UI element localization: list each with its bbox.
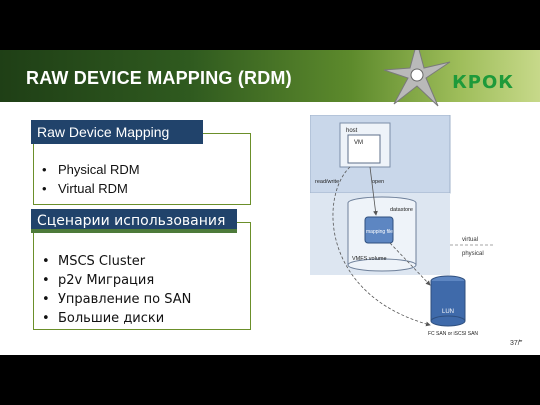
mapping-file-label: mapping file: [366, 229, 393, 235]
list-item: Большие диски: [36, 309, 191, 328]
vm-label: VM: [354, 140, 363, 146]
vmfs-volume-label: VMFS volume: [352, 256, 387, 262]
use-cases-header: Сценарии использования: [31, 209, 237, 233]
slide-title: RAW DEVICE MAPPING (RDM): [26, 68, 292, 88]
open-arrow: [369, 166, 378, 216]
physical-label: physical: [462, 251, 484, 257]
san-label: FC SAN or iSCSI SAN: [428, 331, 478, 337]
lun-label: LUN: [442, 309, 454, 315]
list-item: MSCS Cluster: [36, 252, 191, 271]
rdm-types-list: Physical RDM Virtual RDM: [36, 160, 140, 198]
shuriken-icon: [383, 50, 451, 107]
virtual-label: virtual: [462, 237, 478, 243]
page-number: 37/‴: [510, 340, 523, 347]
read-write-label: read/write: [315, 179, 339, 185]
list-item: Physical RDM: [36, 160, 140, 179]
rdm-types-header: Raw Device Mapping: [31, 120, 203, 144]
kpok-logo: КРОК: [452, 72, 514, 93]
open-label: open: [372, 179, 384, 185]
slide: RAW DEVICE MAPPING (RDM) КРОК Raw Device…: [0, 50, 540, 355]
list-item: Управление по SAN: [36, 290, 191, 309]
list-item: Virtual RDM: [36, 179, 140, 198]
list-item: p2v Миграция: [36, 271, 191, 290]
title-bar: RAW DEVICE MAPPING (RDM) КРОК: [0, 50, 540, 107]
rdm-diagram: virtual physical host VM read/write open…: [310, 115, 495, 337]
vm-icon: [347, 134, 381, 164]
mapping-file-icon: [364, 216, 394, 244]
host-label: host: [346, 128, 358, 134]
read-write-arrow: [332, 166, 431, 327]
datastore-label: datastore: [390, 207, 413, 213]
use-cases-list: MSCS Cluster p2v Миграция Управление по …: [36, 252, 191, 328]
